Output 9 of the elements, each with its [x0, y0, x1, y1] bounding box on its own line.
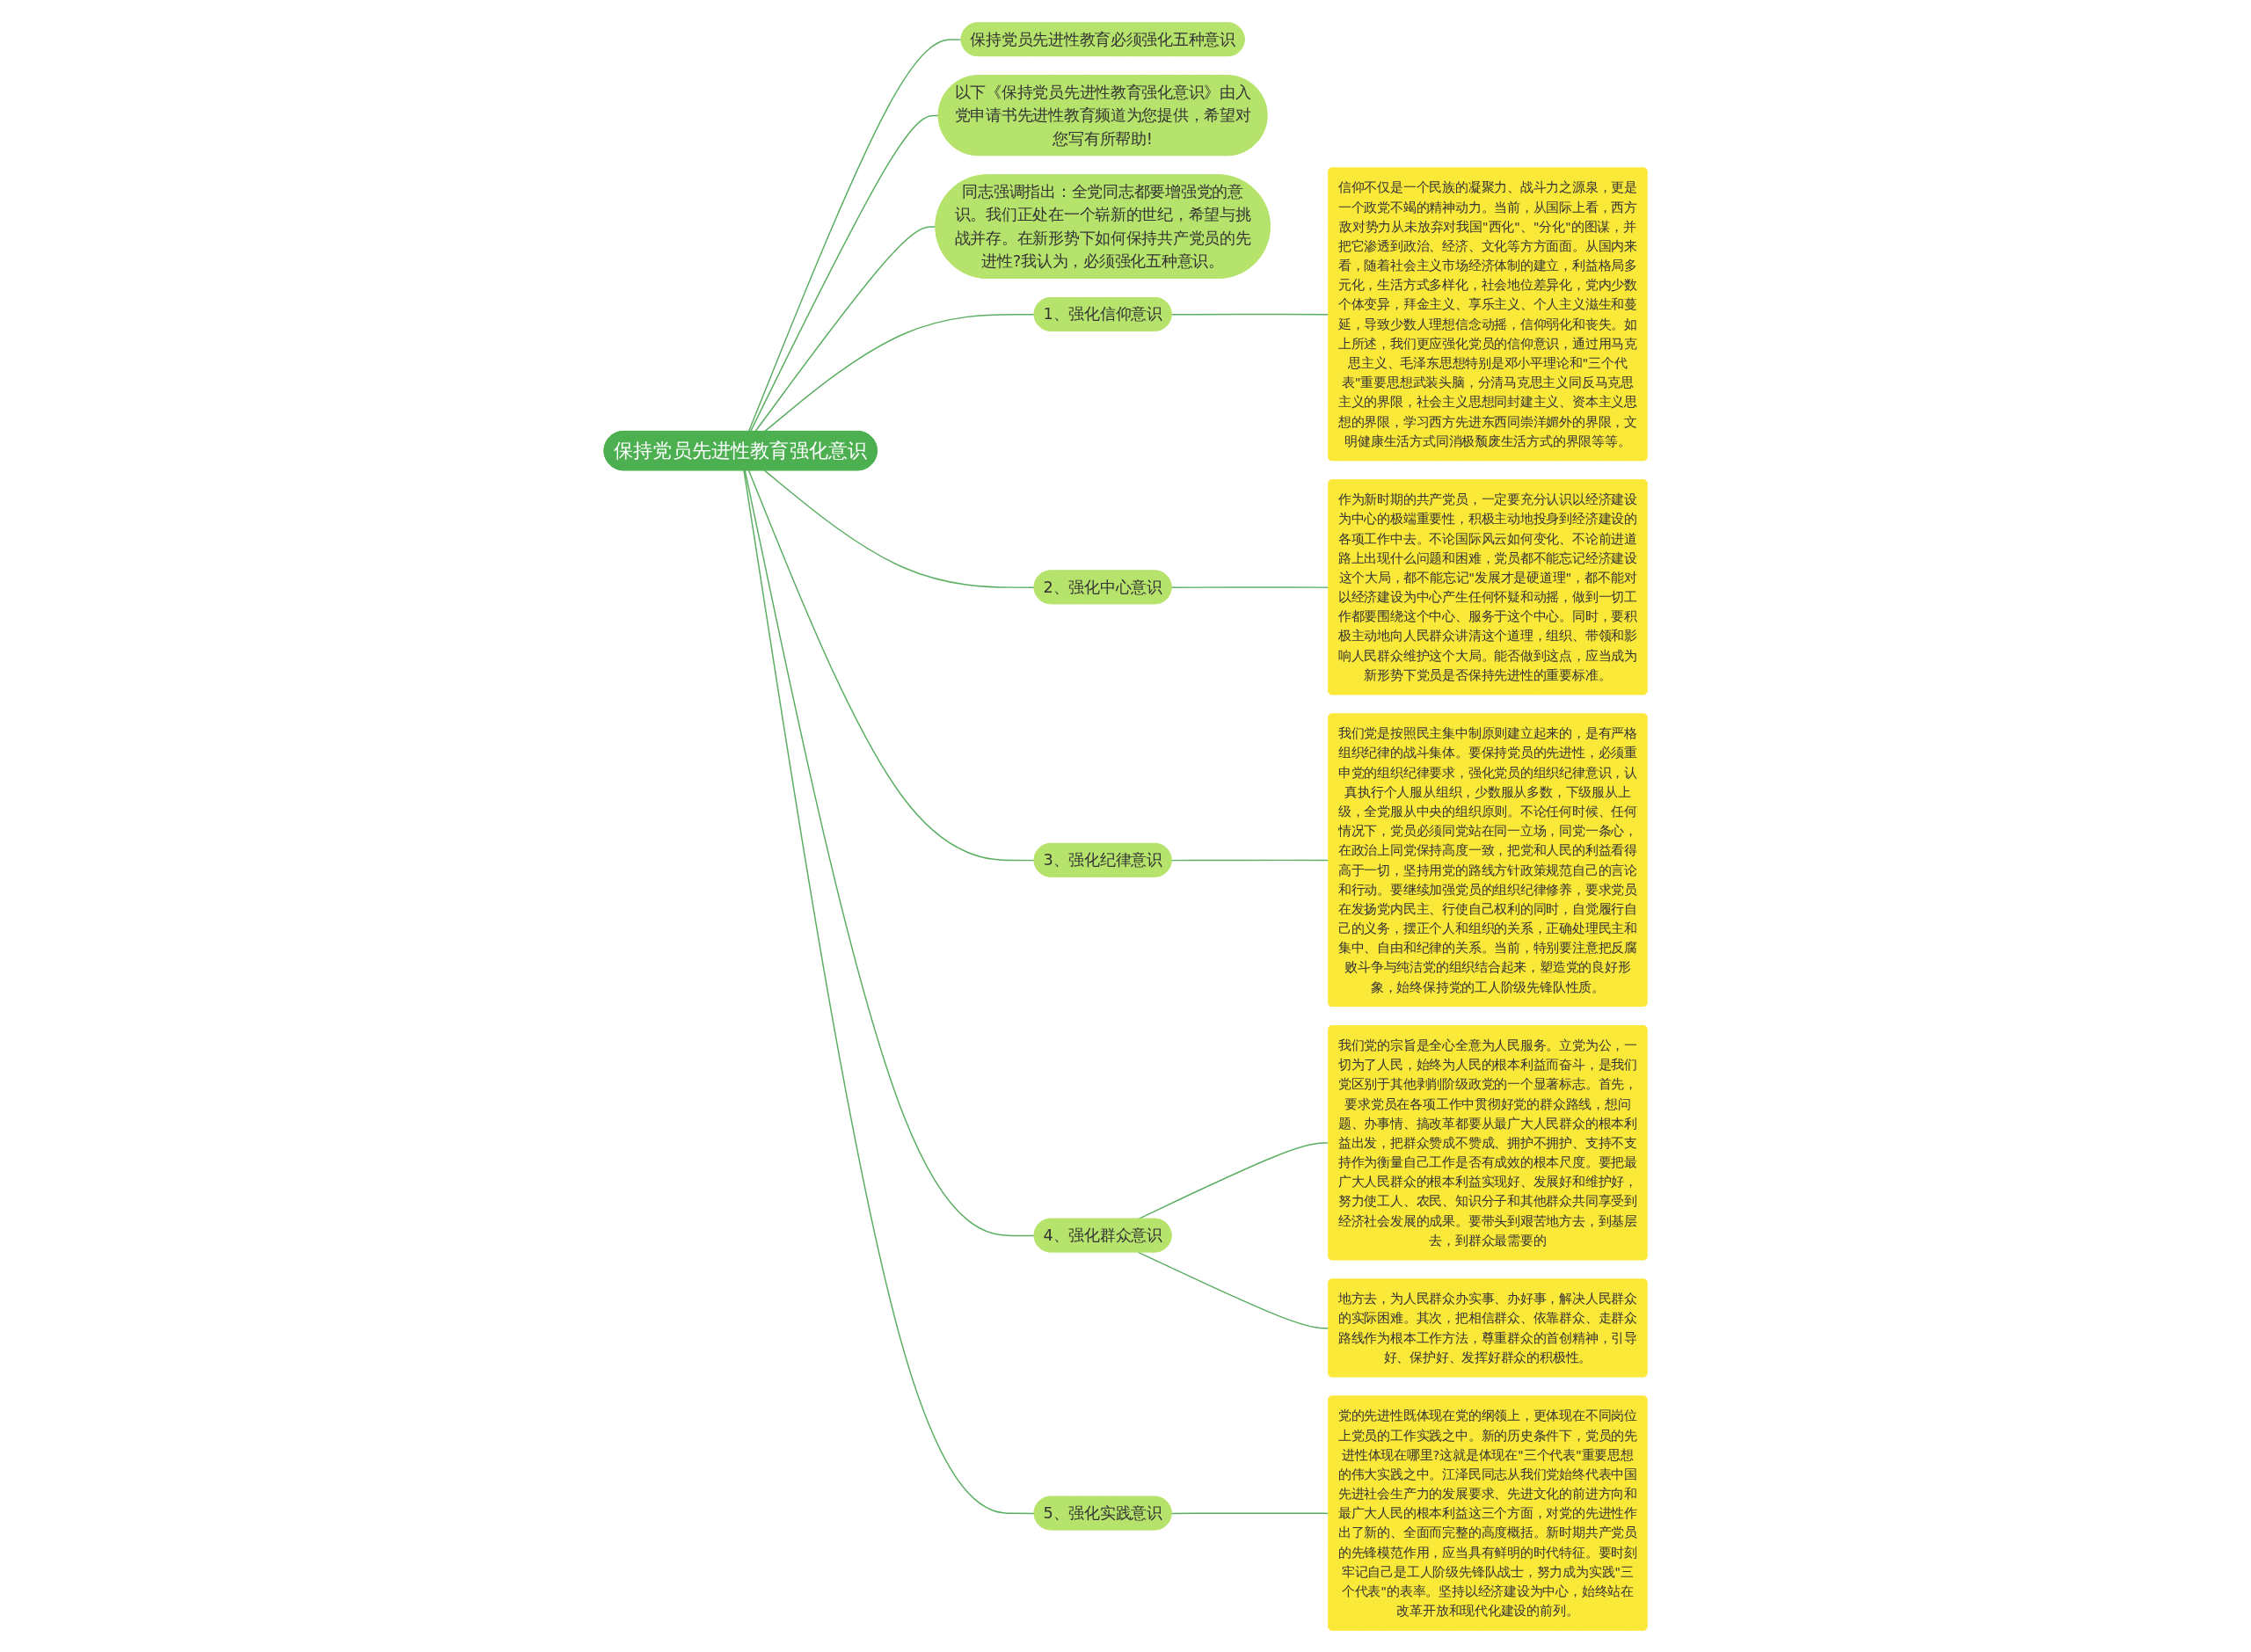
connector [1170, 586, 1329, 588]
connector [744, 469, 1036, 1236]
connector [1170, 1511, 1329, 1514]
connector [1137, 1251, 1329, 1328]
connector [747, 469, 1036, 861]
connector [1170, 859, 1329, 861]
connector [763, 469, 1036, 588]
connector [743, 469, 1036, 1514]
connector [1170, 313, 1329, 315]
